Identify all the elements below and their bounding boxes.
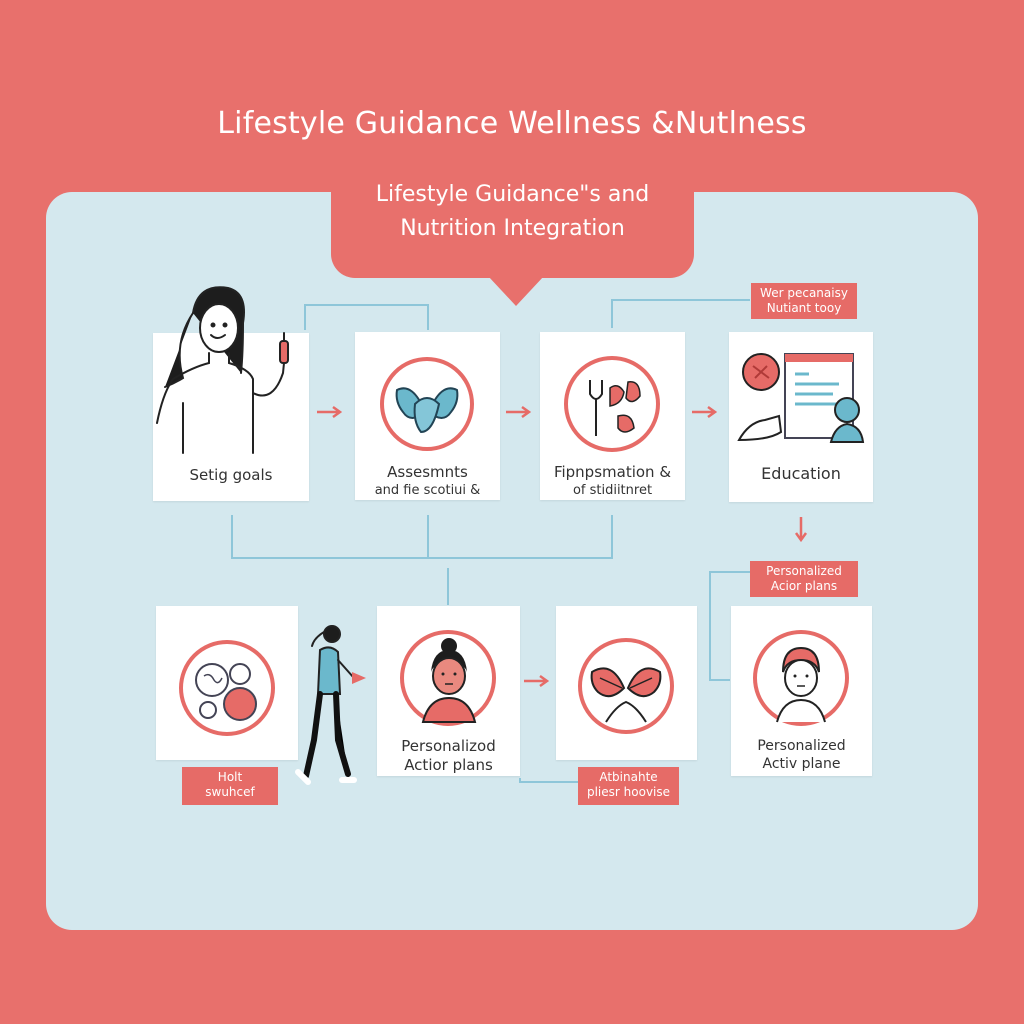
tag-bottom-mid: Atbinahte pliesr hoovise	[578, 767, 679, 805]
page-title: Lifestyle Guidance Wellness &Nutlness	[217, 106, 807, 141]
card-caption-line-1: Personalizod	[401, 737, 496, 755]
tag-bottom-left: Holt swuhcef	[182, 767, 278, 805]
tag-line-2: Acior plans	[770, 579, 838, 593]
card-health[interactable]	[156, 606, 298, 760]
arrow-down-icon	[794, 517, 808, 543]
tag-line-1: Holt	[217, 770, 243, 784]
arrow-right-icon	[524, 674, 550, 688]
tag-line-1: Atbinahte	[599, 770, 658, 784]
card-caption-line-1: Assesmnts	[387, 463, 468, 481]
card-caption-line-2: Activ plane	[762, 756, 841, 772]
card-education[interactable]: Education	[729, 332, 873, 502]
tag-line-1: Wer pecanaisy	[760, 286, 848, 300]
callout-line-2: Nutrition Integration	[400, 216, 625, 241]
food-icon	[564, 356, 660, 452]
tag-line-2: Nutiant tooy	[766, 301, 842, 315]
woman-portrait-icon	[400, 630, 496, 726]
callout-pointer	[488, 276, 544, 306]
man-portrait-icon	[753, 630, 849, 726]
arrow-right-icon	[692, 405, 718, 419]
callout-line-1: Lifestyle Guidance"s and	[375, 182, 650, 207]
tag-mid-right: Personalized Acior plans	[750, 561, 858, 597]
cells-icon	[179, 640, 275, 736]
card-caption: Setig goals	[189, 466, 273, 484]
card-caption: Education	[761, 464, 841, 483]
card-nutrition[interactable]: Fipnpsmation & of stidiitnret	[540, 332, 685, 500]
arrow-right-icon	[506, 405, 532, 419]
card-caption-line-1: Personalized	[757, 738, 846, 754]
leaves-icon	[380, 357, 474, 451]
callout-box: Lifestyle Guidance"s and Nutrition Integ…	[331, 170, 694, 278]
card-personalized-plans[interactable]: Personalizod Actior plans	[377, 606, 520, 776]
woman-holding-vial-icon	[156, 286, 289, 454]
card-caption-line-1: Fipnpsmation &	[553, 463, 672, 481]
card-personalized-action[interactable]: Personalized Activ plane	[731, 606, 872, 776]
tag-line-1: Personalized	[766, 564, 842, 578]
tag-line-2: pliesr hoovise	[586, 785, 671, 799]
card-assessments[interactable]: Assesmnts and fie scotiui &	[355, 332, 500, 500]
card-leaves[interactable]	[556, 606, 697, 760]
tag-top-right: Wer pecanaisy Nutiant tooy	[751, 283, 857, 319]
education-screen-icon	[737, 353, 865, 443]
card-setting-goals[interactable]: Setig goals	[153, 286, 309, 501]
leaves-icon	[578, 638, 674, 734]
card-caption-line-2: of stidiitnret	[572, 483, 653, 498]
tag-line-2: swuhcef	[205, 785, 255, 799]
arrow-right-icon	[317, 405, 343, 419]
card-caption-line-2: and fie scotiui &	[374, 483, 481, 498]
card-caption-line-2: Actior plans	[404, 756, 493, 774]
walking-person-icon	[295, 625, 366, 785]
